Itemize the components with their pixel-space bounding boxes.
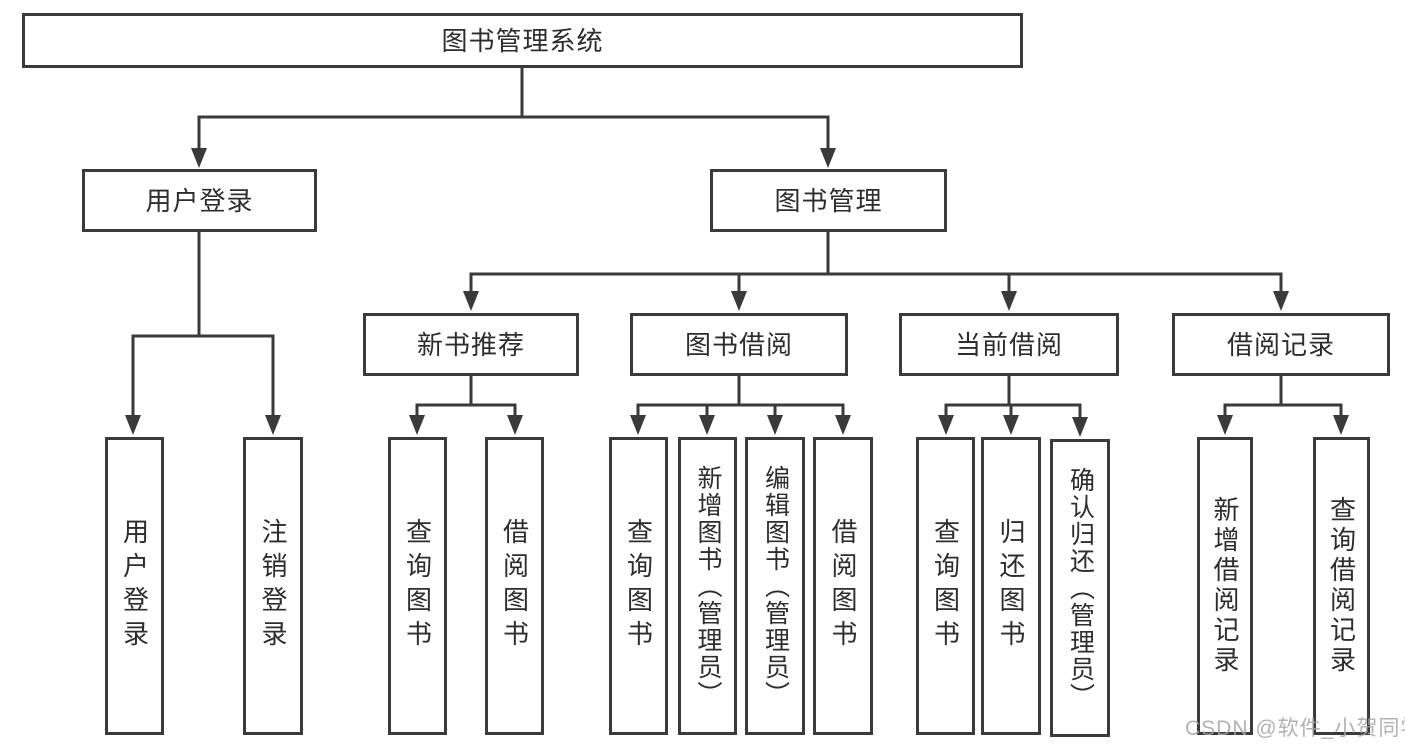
node-label: 编辑图书（管理员）	[761, 464, 790, 708]
node-label: 新增图书（管理员）	[694, 464, 722, 708]
leaf-user-login: 用户登录	[105, 437, 164, 735]
node-label: 查询图书	[623, 518, 654, 654]
node-label: 用户登录	[119, 518, 150, 654]
node-label: 图书管理系统	[441, 25, 604, 56]
node-label: 注销登录	[258, 518, 288, 654]
node-label: 归还图书	[996, 518, 1026, 654]
node-label: 确认归还（管理员）	[1066, 466, 1095, 710]
node-label: 查询借阅记录	[1326, 496, 1357, 676]
node-label: 图书借阅	[684, 329, 793, 360]
leaf-br-query-record: 查询借阅记录	[1313, 437, 1370, 735]
leaf-cb-confirm-return-admin: 确认归还（管理员）	[1050, 439, 1110, 737]
leaf-bb-borrow-books: 借阅图书	[813, 437, 873, 735]
leaf-logout-login: 注销登录	[243, 437, 303, 735]
node-current-borrowing: 当前借阅	[899, 313, 1119, 376]
node-label: 图书管理	[774, 185, 883, 216]
leaf-nbr-borrow-books: 借阅图书	[485, 437, 544, 735]
leaf-cb-query-books: 查询图书	[916, 437, 975, 735]
node-book-management-system: 图书管理系统	[22, 13, 1023, 68]
node-label: 借阅图书	[499, 518, 530, 654]
node-borrowing-records: 借阅记录	[1172, 313, 1390, 376]
leaf-nbr-query-books: 查询图书	[388, 437, 447, 735]
node-new-book-recommendation: 新书推荐	[363, 313, 579, 376]
leaf-cb-return-books: 归还图书	[981, 437, 1041, 735]
node-label: 查询图书	[930, 518, 961, 654]
node-user-login: 用户登录	[82, 169, 317, 232]
csdn-watermark: CSDN @软件_小贺同学	[1185, 717, 1405, 740]
node-book-management: 图书管理	[710, 169, 947, 232]
node-label: 查询图书	[402, 518, 433, 654]
leaf-bb-query-books: 查询图书	[609, 437, 668, 735]
node-book-borrowing: 图书借阅	[630, 313, 848, 376]
node-label: 当前借阅	[954, 329, 1063, 360]
leaf-bb-add-books-admin: 新增图书（管理员）	[678, 437, 737, 735]
leaf-br-add-record: 新增借阅记录	[1197, 437, 1253, 735]
node-label: 用户登录	[145, 185, 254, 216]
node-label: 借阅图书	[828, 518, 858, 654]
leaf-bb-edit-books-admin: 编辑图书（管理员）	[745, 437, 805, 735]
node-label: 借阅记录	[1226, 329, 1335, 360]
node-label: 新增借阅记录	[1210, 496, 1240, 676]
node-label: 新书推荐	[416, 329, 525, 360]
